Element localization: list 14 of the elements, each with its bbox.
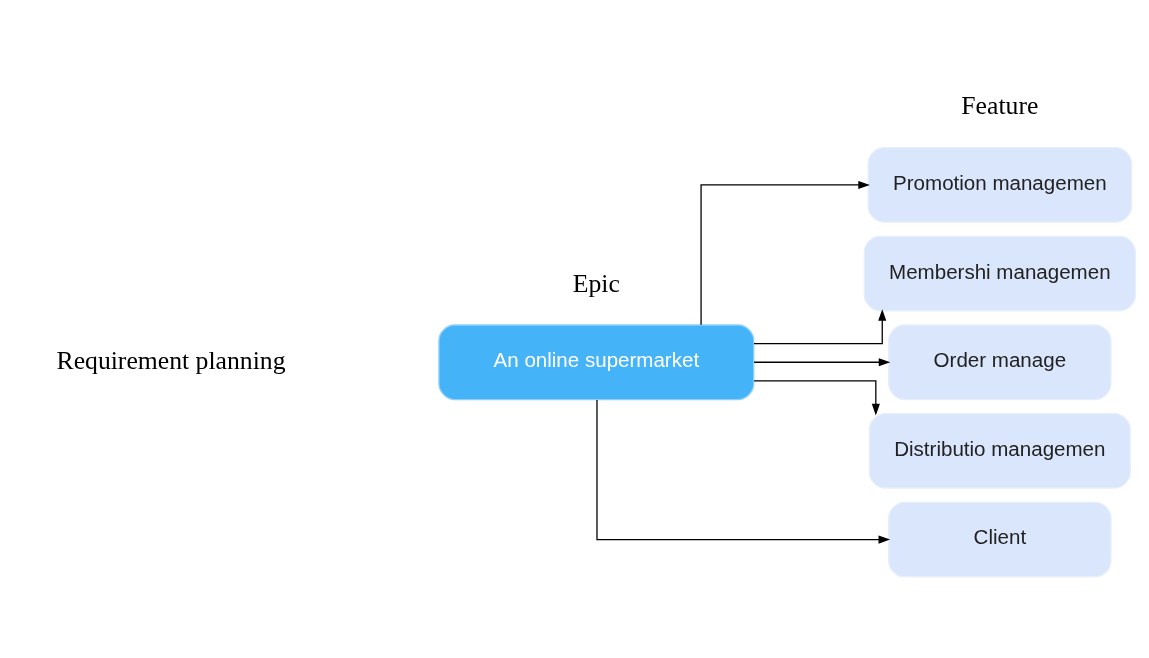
node-box: Promotion managemen [867,146,1133,223]
node-box: Distributio managemen [868,412,1131,489]
node-box: Client [888,501,1112,577]
label: Epic [572,268,620,298]
arrow [596,398,891,544]
arrow [753,379,880,415]
arrow [700,180,870,325]
label: Feature [961,90,1039,120]
arrow [753,308,887,344]
node-box: An online supermarket [438,323,755,400]
node-box: Membershi managemen [863,235,1137,311]
label: Requirement planning [56,345,286,375]
arrow [753,357,891,366]
node-box: Order manage [888,323,1112,400]
